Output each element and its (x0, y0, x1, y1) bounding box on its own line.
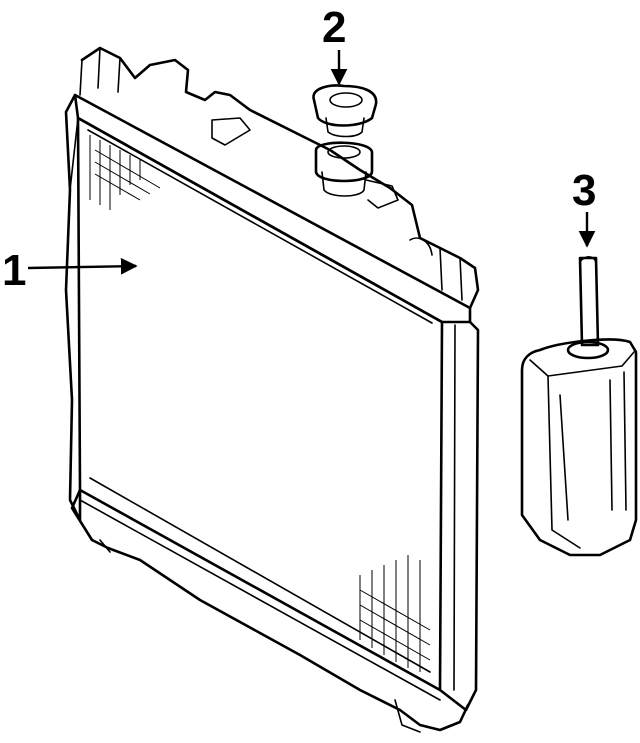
callout-label-2: 2 (322, 3, 346, 52)
callout-arrow-1 (27, 257, 138, 275)
fin-hatching-bottom (359, 555, 431, 672)
filler-neck (314, 141, 374, 183)
coolant-container (520, 255, 638, 557)
fin-hatching-top (89, 135, 161, 210)
container-body (520, 338, 638, 557)
callout-2: 2 (322, 3, 348, 86)
radiator (64, 46, 480, 733)
radiator-cap (312, 84, 378, 138)
radiator-top-tank (73, 93, 472, 324)
callout-label-3: 3 (572, 166, 596, 215)
container-spout (578, 256, 600, 347)
callout-3: 3 (572, 166, 596, 248)
callout-label-1: 1 (2, 246, 26, 295)
callout-1: 1 (2, 246, 138, 295)
